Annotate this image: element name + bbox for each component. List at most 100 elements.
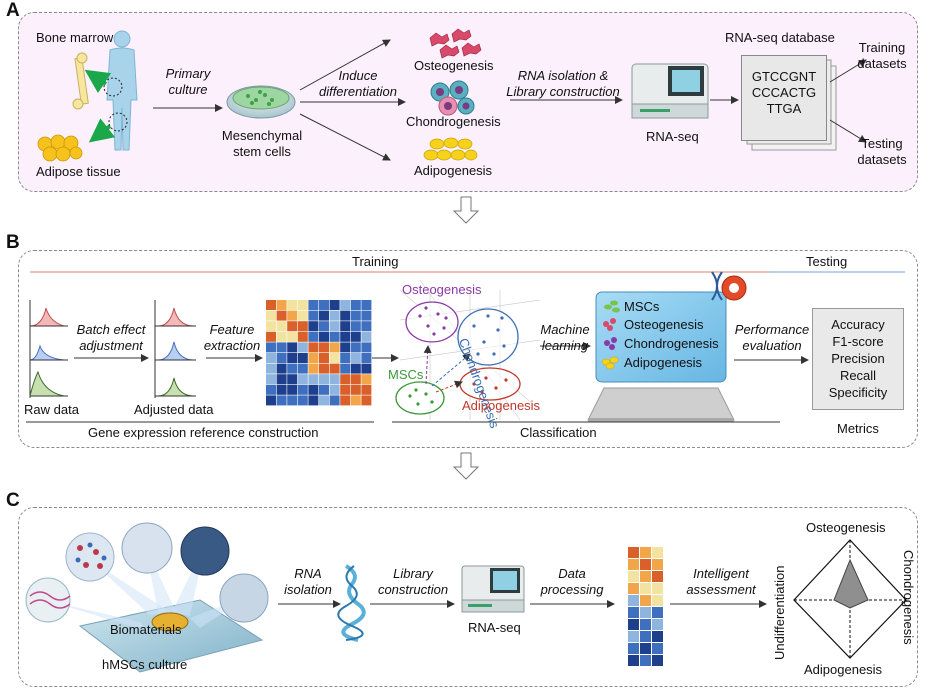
metrics-box: Accuracy F1-score Precision Recall Speci… (812, 308, 904, 410)
heatmap-cell (287, 384, 298, 395)
msc-line1: Mesenchymal (221, 128, 303, 143)
metric-accuracy: Accuracy (831, 317, 885, 332)
rnaseq-label-a: RNA-seq (646, 129, 699, 144)
radar-chart (793, 539, 907, 659)
human-body-icon (106, 30, 138, 151)
heatmap-cell (340, 300, 351, 310)
heatmap-cell (361, 363, 372, 374)
screen-osteo-icon (603, 318, 616, 331)
heatmap-cell (350, 342, 361, 353)
heatmap-cell (340, 310, 351, 321)
heatmap-cell (276, 300, 287, 310)
heatmap-cell (319, 321, 329, 332)
data-processing-label: Data processing (532, 566, 612, 598)
heatmap-cell (340, 384, 351, 395)
osteogenesis-label-a: Osteogenesis (414, 58, 494, 73)
database-sheet-front: GTCCGNT CCCACTG TTGA (741, 55, 827, 141)
sequence-line2: CCCACTG (751, 85, 817, 100)
heatmap-cell (276, 395, 287, 406)
chondrogenesis-label-a: Chondrogenesis (406, 114, 501, 129)
data-line1: Data (558, 566, 586, 581)
heatmap-cell (266, 331, 276, 342)
expression-cell (652, 619, 663, 630)
expression-cell (652, 631, 663, 642)
heatmap-cell (287, 310, 298, 321)
expression-cell (652, 655, 663, 666)
expression-cell (652, 595, 663, 606)
performance-evaluation-label: Performance evaluation (728, 322, 816, 354)
heatmap-cell (319, 310, 329, 321)
mscs-cluster-label: MSCs (388, 367, 424, 382)
classification-label: Classification (520, 425, 597, 440)
heatmap-cell (276, 384, 287, 395)
rna-c-line1: RNA (294, 566, 322, 581)
heatmap-cell (297, 300, 308, 310)
expression-cell (640, 607, 651, 618)
screen-item-chondro: Chondrogenesis (624, 336, 719, 351)
induce-differentiation-label: Induce differentiation (306, 68, 410, 100)
machine-learning-label: Machine learning (532, 322, 598, 354)
rnaseq-label-c: RNA-seq (468, 620, 521, 635)
wave-scaffold-sphere (25, 577, 71, 623)
radar-osteo-label: Osteogenesis (806, 520, 886, 535)
batch-line1: Batch effect (76, 322, 146, 337)
adipogenesis-label-a: Adipogenesis (414, 163, 493, 178)
expression-cell (628, 607, 639, 618)
perf-line1: Performance (734, 322, 810, 337)
heatmap-cell (297, 363, 308, 374)
training-line1: Training (858, 40, 906, 55)
heatmap-cell (350, 363, 361, 374)
panel-b-frame (18, 250, 918, 448)
heatmap-cell (297, 331, 308, 342)
heatmap-cell (308, 342, 319, 353)
metric-specificity: Specificity (828, 385, 888, 400)
heatmap-cell (319, 363, 329, 374)
heatmap-cell (350, 353, 361, 363)
heatmap-cell (297, 395, 308, 406)
osteogenesis-cluster-label: Osteogenesis (402, 282, 482, 297)
expression-cell (628, 595, 639, 606)
heatmap-cell (287, 395, 298, 406)
expression-cell (628, 631, 639, 642)
heatmap-cell (329, 342, 340, 353)
heatmap-cell (308, 331, 319, 342)
heatmap-cell (361, 353, 372, 363)
expression-cell (640, 571, 651, 582)
ml-line1: Machine (540, 322, 590, 337)
screen-msc-icon (604, 300, 620, 313)
feature-line1: Feature (209, 322, 255, 337)
heatmap-cell (350, 384, 361, 395)
radar-profile (833, 558, 869, 609)
intel-line1: Intelligent (693, 566, 749, 581)
to-testing-arrow (829, 119, 867, 143)
heatmap-cell (297, 374, 308, 385)
nanoparticle-sphere (65, 532, 115, 582)
bone-marrow-label: Bone marrow (36, 30, 114, 45)
heatmap-cell (361, 310, 372, 321)
heatmap-cell (340, 321, 351, 332)
primary-culture-label: Primary culture (156, 66, 220, 98)
radar-undiff-label: Undifferentiation (772, 565, 787, 660)
metrics-label: Metrics (837, 421, 879, 436)
adipogenesis-cluster-label: Adipogenesis (462, 398, 541, 413)
heatmap-cell (361, 342, 372, 353)
raw-data-curves (29, 300, 68, 398)
induce-line2: differentiation (318, 84, 398, 99)
heatmap-cell (297, 321, 308, 332)
heatmap-cell (276, 321, 287, 332)
heatmap-cell (340, 353, 351, 363)
heatmap-cell (266, 363, 276, 374)
batch-line2: adjustment (79, 338, 143, 353)
heatmap-cell (297, 342, 308, 353)
rna-isolation-label: RNA isolation & Library construction (494, 68, 632, 100)
heatmap-cell (361, 374, 372, 385)
sequence-text: GTCCGNT CCCACTG TTGA (742, 69, 826, 117)
heatmap-cell (329, 363, 340, 374)
expression-cell (652, 643, 663, 654)
testing-datasets-label: Testing datasets (850, 136, 914, 168)
heatmap-cell (308, 353, 319, 363)
feature-line2: extraction (203, 338, 261, 353)
batch-effect-label: Batch effect adjustment (70, 322, 152, 354)
expression-cell (628, 583, 639, 594)
rna-isolation-label-c: RNA isolation (278, 566, 338, 598)
